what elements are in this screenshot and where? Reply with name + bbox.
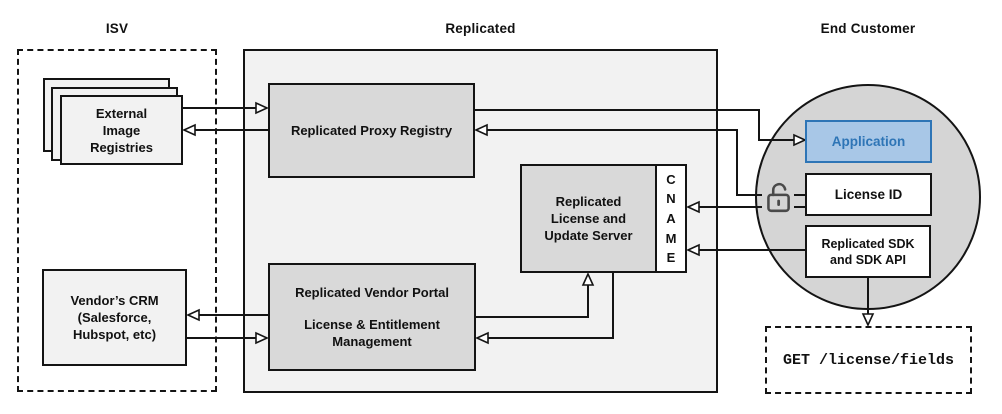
arrowhead-into-application	[793, 133, 807, 147]
replicated-sdk-box: Replicated SDK and SDK API	[805, 225, 931, 278]
vendor-portal-subtitle: License & Entitlement Management	[304, 317, 440, 349]
arrowhead-into-portal-left	[255, 331, 269, 345]
open-padlock-icon	[767, 182, 790, 213]
vendor-portal-title: Replicated Vendor Portal	[295, 285, 449, 300]
replicated-proxy-registry-box: Replicated Proxy Registry	[268, 83, 475, 178]
line-server-to-portal	[488, 273, 614, 339]
arrowhead-into-proxy-right	[474, 123, 488, 137]
arrowhead-into-cname-top	[686, 200, 700, 214]
external-image-registries-box: External Image Registries	[60, 95, 183, 165]
unlock-icon	[762, 179, 794, 215]
replicated-section-title: Replicated	[445, 21, 516, 36]
license-update-server-label: Replicated License and Update Server	[544, 194, 633, 243]
cname-letter: C	[666, 171, 676, 187]
cname-column: C N A M E	[655, 166, 685, 271]
line-proxy-to-application	[475, 109, 794, 141]
cname-letter: M	[665, 230, 677, 246]
cname-letter: E	[666, 250, 676, 266]
isv-section-title: ISV	[105, 21, 129, 36]
vendor-crm-box: Vendor’s CRM (Salesforce, Hubspot, etc)	[42, 269, 187, 366]
cname-letter: A	[666, 210, 676, 226]
license-id-box: License ID	[805, 173, 932, 216]
replicated-license-update-server-box: Replicated License and Update Server C N…	[520, 164, 687, 273]
replicated-vendor-portal-box: Replicated Vendor Portal License & Entit…	[268, 263, 476, 371]
api-endpoint-box: GET /license/fields	[765, 326, 972, 394]
arrowhead-into-crm	[186, 308, 200, 322]
arrowhead-into-proxy	[255, 101, 269, 115]
application-box: Application	[805, 120, 932, 163]
arrowhead-into-cname-bottom	[686, 243, 700, 257]
end-customer-section-title: End Customer	[820, 21, 916, 36]
arrowhead-into-server	[581, 272, 595, 286]
cname-letter: N	[666, 191, 676, 207]
api-request-label: GET /license/fields	[782, 351, 955, 369]
line-portal-to-server	[476, 285, 589, 318]
arrowhead-into-api-box	[861, 313, 875, 327]
arrowhead-into-portal-right	[475, 331, 489, 345]
arrowhead-into-registries	[182, 123, 196, 137]
